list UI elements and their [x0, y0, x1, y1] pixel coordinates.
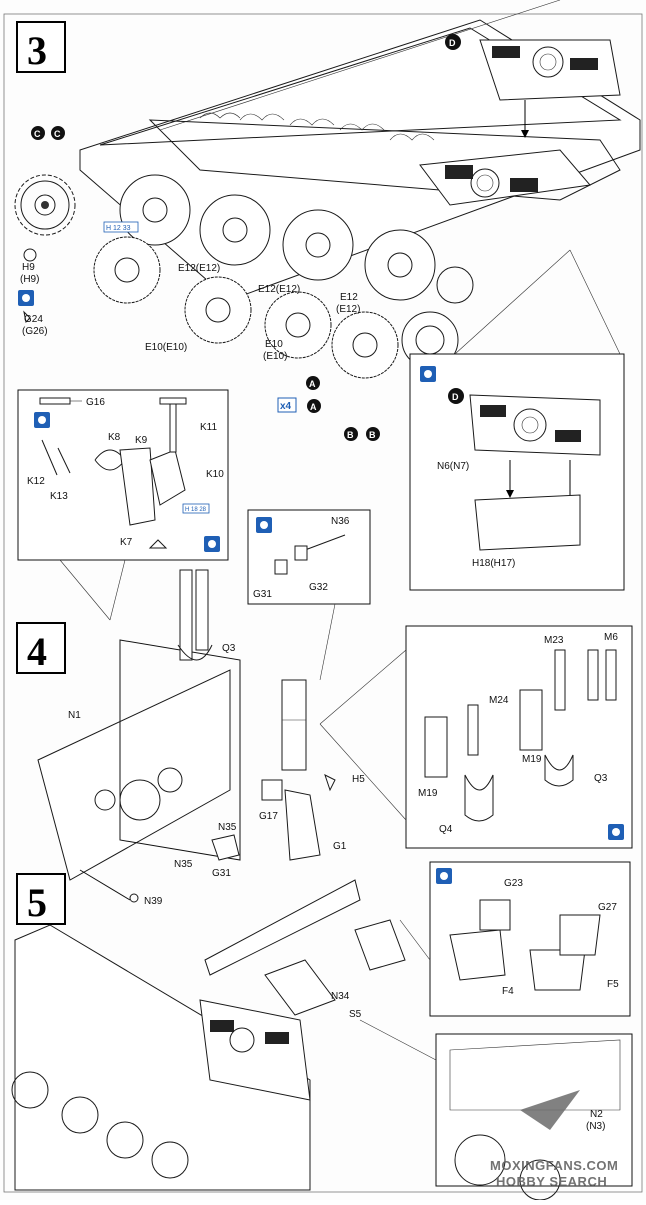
- bubble-c-2-label: C: [54, 129, 61, 139]
- label-h9: H9: [22, 262, 35, 273]
- label-e10-b2: (E10): [263, 351, 287, 362]
- label-q3-b: Q3: [594, 773, 608, 784]
- drive-sprocket: [14, 174, 76, 236]
- label-k12: K12: [27, 476, 45, 487]
- label-g32: G32: [309, 582, 328, 593]
- runner-badge-h12: [103, 221, 139, 233]
- roadwheels-loose: [93, 236, 459, 379]
- step-3-box: [16, 21, 66, 73]
- label-n1: N1: [68, 710, 81, 721]
- multiplier-label: x4: [280, 401, 292, 412]
- step-3-number: 3: [27, 28, 47, 73]
- watermark: MOXINGFANS.COM HOBBY SEARCH: [490, 1090, 618, 1189]
- step-5: 5 N34 S5 G23 G27 F4 F5: [11, 861, 633, 1201]
- label-e12-a: E12(E12): [178, 263, 220, 274]
- bubble-a-2-label: A: [310, 402, 317, 412]
- roadwheels-mounted: [119, 174, 474, 304]
- label-e10-b: E10: [265, 339, 283, 350]
- step-5-box: [16, 873, 66, 925]
- label-h5: H5: [352, 774, 365, 785]
- detail-box-k-parts: G16 K8 K9 K11 K10 K12 K13 K7 H 18 28: [17, 389, 229, 621]
- bubble-a: [306, 376, 320, 390]
- label-e12-c2: (E12): [336, 304, 360, 315]
- plate-n1: [37, 669, 231, 881]
- bubble-b-1-label: B: [347, 430, 354, 440]
- bubble-d-top: [445, 34, 461, 50]
- label-g26: (G26): [22, 326, 48, 337]
- label-k11: K11: [200, 422, 217, 433]
- label-n39: N39: [144, 896, 163, 907]
- page-border: [3, 13, 643, 1193]
- label-k9: K9: [135, 435, 148, 446]
- label-n34: N34: [331, 991, 350, 1002]
- bubble-b-2-label: B: [369, 430, 376, 440]
- bubble-a-2: [307, 399, 321, 413]
- multiplier-box: [277, 397, 297, 413]
- label-m19-a: M19: [418, 788, 438, 799]
- step-4-number: 4: [27, 629, 47, 674]
- label-q4: Q4: [439, 824, 453, 835]
- label-n6: N6(N7): [437, 461, 469, 472]
- label-k8: K8: [108, 432, 121, 443]
- runner-badge-h18: [182, 503, 210, 514]
- label-m19-b: M19: [522, 754, 542, 765]
- runner-badge-h12-label: H 12 33: [106, 225, 131, 232]
- h9-hub: [23, 248, 37, 262]
- label-g17: G17: [259, 811, 278, 822]
- bubble-d-top-label: D: [449, 38, 456, 48]
- step-4: 4 N36 G31 G32 N1 Q3 H5 G17: [16, 509, 633, 907]
- label-n35-b: N35: [174, 859, 193, 870]
- label-m6: M6: [604, 632, 618, 643]
- bubble-a-label: A: [309, 379, 316, 389]
- label-h18: H18(H17): [472, 558, 515, 569]
- label-e10-a: E10(E10): [145, 342, 187, 353]
- label-e12-b: E12(E12): [258, 284, 300, 295]
- label-g1: G1: [333, 841, 347, 852]
- label-s5: S5: [349, 1009, 362, 1020]
- label-q3: Q3: [222, 643, 236, 654]
- detail-box-engine-deck: D N6(N7) H18(H17): [409, 249, 625, 591]
- g16-rod: [39, 397, 71, 405]
- step-3: 3: [14, 0, 641, 441]
- label-n3: (N3): [586, 1121, 605, 1132]
- label-h9-alt: (H9): [20, 274, 39, 285]
- bubble-b-2: [366, 427, 380, 441]
- label-k13: K13: [50, 491, 68, 502]
- engine-deck-part-d: [479, 39, 621, 138]
- bubble-c-1: [31, 126, 45, 140]
- label-g31: G31: [212, 868, 231, 879]
- label-k10: K10: [206, 469, 224, 480]
- bubble-c-2: [51, 126, 65, 140]
- label-g23: G23: [504, 878, 523, 889]
- label-n2: N2: [590, 1109, 603, 1120]
- label-m23: M23: [544, 635, 564, 646]
- label-f4: F4: [502, 986, 514, 997]
- label-g31-top: G31: [253, 589, 272, 600]
- step-5-number: 5: [27, 880, 47, 925]
- label-g16: G16: [86, 397, 105, 408]
- label-f5: F5: [607, 979, 619, 990]
- watermark-line2: HOBBY SEARCH: [496, 1174, 607, 1189]
- label-m24: M24: [489, 695, 509, 706]
- exhaust-assembly: Q3: [177, 569, 307, 771]
- g24-part: [23, 310, 31, 324]
- label-g24: G24: [24, 314, 43, 325]
- watermark-line1: MOXINGFANS.COM: [490, 1158, 618, 1173]
- bubble-c-1-label: C: [34, 129, 41, 139]
- label-k7: K7: [120, 537, 133, 548]
- label-e12-c: E12: [340, 292, 358, 303]
- label-n35-a: N35: [218, 822, 237, 833]
- label-n36: N36: [331, 516, 350, 527]
- step-4-box: [16, 622, 66, 674]
- runner-badge-h18-label: H 18 28: [185, 507, 207, 513]
- label-g27: G27: [598, 902, 617, 913]
- bubble-d-detail-label: D: [452, 392, 459, 402]
- hull-rear: [14, 924, 311, 1191]
- bubble-b-1: [344, 427, 358, 441]
